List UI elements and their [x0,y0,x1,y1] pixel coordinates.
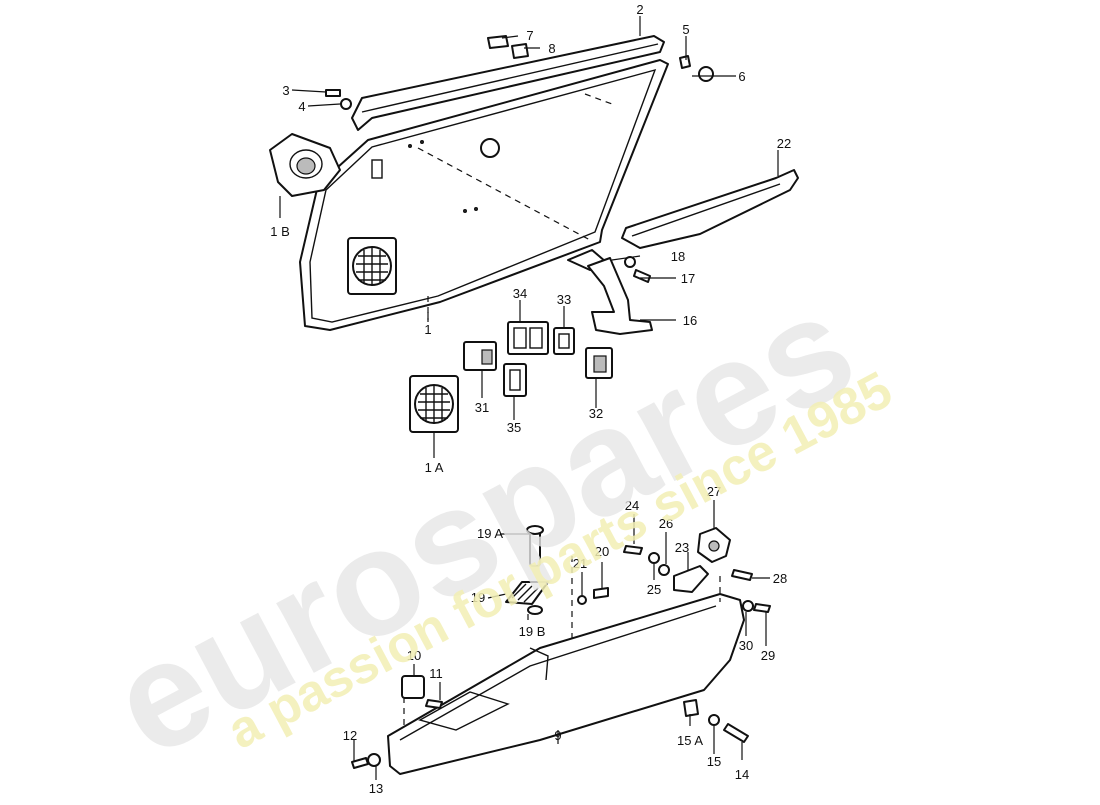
callout-10: 10 [407,648,421,663]
callout-17: 17 [681,271,695,286]
callout-29: 29 [761,648,775,663]
callout-19b: 19 B [519,624,546,639]
callout-16: 16 [683,313,697,328]
screw-14 [723,723,749,743]
callout-21: 21 [573,556,587,571]
callout-23: 23 [675,540,689,555]
washer-26 [658,564,670,576]
panel-speaker-grille [347,237,397,295]
screw-29 [753,603,771,613]
lock-plate-23 [673,565,709,593]
callout-15a: 15 A [677,733,703,748]
callout-19: 19 [471,590,485,605]
pin-19a [526,525,544,567]
screw-17 [633,269,651,283]
callout-20: 20 [595,544,609,559]
callout-27: 27 [707,484,721,499]
callout-22: 22 [777,136,791,151]
callout-33: 33 [557,292,571,307]
switch-32 [585,347,613,379]
clip-7 [487,35,509,49]
cap-6 [698,66,714,82]
pull-handle-22 [621,169,799,249]
callout-30: 30 [739,638,753,653]
latch-27 [697,527,731,563]
clip-8 [511,43,529,59]
callout-7: 7 [526,28,533,43]
callout-2: 2 [636,2,643,17]
screw-24 [623,545,643,555]
callout-8: 8 [548,41,555,56]
screw-3 [325,89,341,97]
washer-13 [367,753,381,767]
washer-4 [340,98,352,110]
grip-19 [505,581,549,605]
callout-6: 6 [738,69,745,84]
washer-25 [648,552,660,564]
speaker-housing-1b [269,133,341,197]
callout-13: 13 [369,781,383,796]
callout-15: 15 [707,754,721,769]
callout-32: 32 [589,406,603,421]
callout-26: 26 [659,516,673,531]
callout-18: 18 [671,249,685,264]
callout-31: 31 [475,400,489,415]
callout-4: 4 [298,99,305,114]
handle-bracket-16 [567,249,653,335]
switch-35 [503,363,527,397]
armrest-console-9 [387,593,745,775]
callout-3: 3 [282,83,289,98]
callout-35: 35 [507,420,521,435]
clip-15a [683,699,699,717]
callout-5: 5 [682,22,689,37]
callout-28: 28 [773,571,787,586]
screw-28 [731,569,753,581]
callout-11: 11 [429,666,443,681]
screw-11 [425,699,443,709]
callout-24: 24 [625,498,639,513]
callout-25: 25 [647,582,661,597]
callout-14: 14 [735,767,749,782]
washer-15 [708,714,720,726]
switch-33 [553,327,575,355]
switch-34 [507,321,549,355]
washer-21 [577,595,587,605]
switch-31 [463,341,497,371]
callout-1b: 1 B [270,224,290,239]
washer-30 [742,600,754,612]
clip-10 [401,675,425,699]
screw-12 [351,757,369,769]
armrest-pad-2 [351,35,665,131]
callout-1a: 1 A [425,460,444,475]
screw-5 [679,55,691,69]
callout-9: 9 [554,728,561,743]
cap-19b [527,605,543,615]
callout-34: 34 [513,286,527,301]
speaker-grille-1a [409,375,459,433]
callout-1: 1 [424,322,431,337]
callout-19a: 19 A [477,526,503,541]
screw-20 [593,587,609,599]
callout-12: 12 [343,728,357,743]
